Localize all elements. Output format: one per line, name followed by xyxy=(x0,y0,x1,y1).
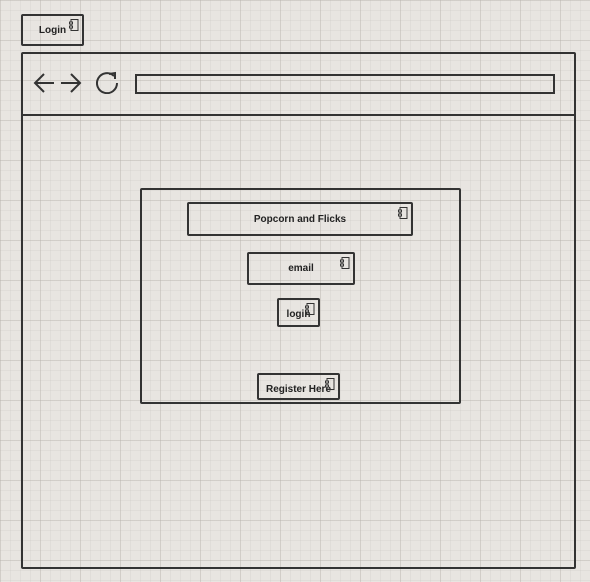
page-label-text: Login xyxy=(38,24,67,36)
login-form-container xyxy=(140,188,461,404)
address-bar-input[interactable] xyxy=(135,74,555,94)
component-icon xyxy=(340,257,350,269)
site-title-text: Popcorn and Flicks xyxy=(253,213,347,225)
component-icon xyxy=(398,207,408,219)
login-button[interactable]: login xyxy=(277,298,320,327)
component-icon xyxy=(69,19,79,31)
refresh-icon[interactable] xyxy=(96,70,120,94)
back-arrow-icon[interactable] xyxy=(33,72,55,94)
register-link-label: Register Here xyxy=(265,384,332,395)
email-field[interactable]: email xyxy=(247,252,355,285)
forward-arrow-icon[interactable] xyxy=(60,72,82,94)
component-icon xyxy=(325,378,335,390)
browser-window xyxy=(21,52,576,569)
component-icon xyxy=(305,303,315,315)
site-title-component: Popcorn and Flicks xyxy=(187,202,413,236)
email-field-label: email xyxy=(288,263,314,274)
login-button-label: login xyxy=(286,309,311,320)
browser-toolbar-divider xyxy=(21,114,576,116)
page-label-component: Login xyxy=(21,14,84,46)
register-link[interactable]: Register Here xyxy=(257,373,340,400)
